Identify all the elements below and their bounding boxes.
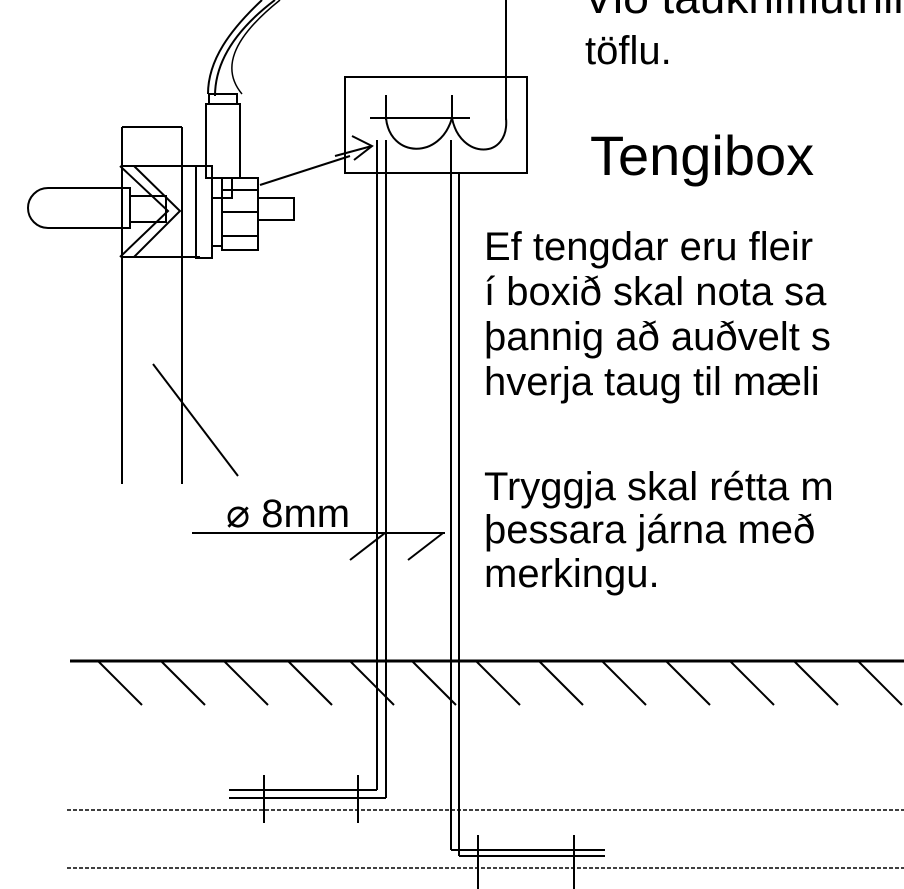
- dimension-marks: [152, 363, 445, 561]
- cable: [205, 0, 281, 199]
- paragraph-1-line-3: þannig að auðvelt s: [484, 315, 831, 359]
- paragraph-2-line-2: þessara járna með: [484, 508, 816, 552]
- paragraph-2-line-3: merkingu.: [484, 552, 660, 596]
- junction-box: [334, 0, 528, 174]
- top-text-line-1: Við tauknifflutnin: [583, 0, 904, 20]
- section-heading: Tengibox: [590, 124, 815, 187]
- paragraph-2-line-1: Tryggja skal rétta m: [484, 465, 834, 509]
- buried-lines: [67, 809, 904, 869]
- ground-surface: [70, 659, 904, 706]
- vertical-rebar: [121, 126, 200, 484]
- top-text-line-2: töflu.: [585, 29, 672, 73]
- paragraph-1-line-1: Ef tengdar eru fleir: [484, 225, 814, 269]
- diameter-label: ⌀ 8mm: [226, 492, 351, 536]
- paragraph-1-line-2: í boxið skal nota sa: [484, 270, 827, 314]
- paragraph-1-line-4: hverja taug til mæli: [484, 360, 820, 404]
- ground-wires: [229, 140, 605, 889]
- clamp-assembly: [27, 155, 351, 259]
